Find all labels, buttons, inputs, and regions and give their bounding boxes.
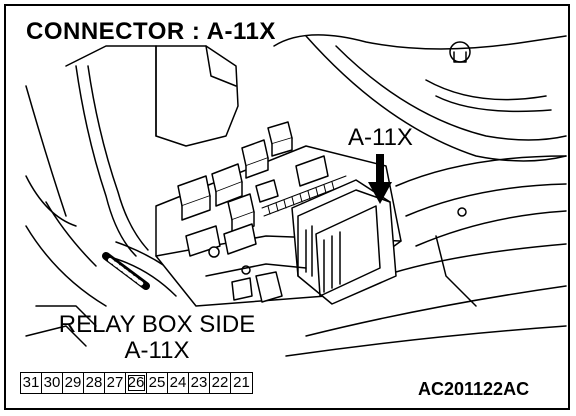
engine-bay-illustration <box>25 34 567 357</box>
diagram-title: CONNECTOR : A-11X <box>26 18 276 45</box>
pin-31: 31 <box>21 373 42 393</box>
pin-25: 25 <box>147 373 168 393</box>
pin-28: 28 <box>84 373 105 393</box>
connector-pin-row: 31 30 29 28 27 26 25 24 23 22 21 <box>20 372 253 394</box>
relay-box-connector-id: A-11X <box>124 337 190 364</box>
pin-21: 21 <box>233 374 250 391</box>
pin-30: 30 <box>42 373 63 393</box>
connector-callout-label: A-11X <box>348 124 413 151</box>
figure-code: AC201122AC <box>418 379 530 399</box>
pin-27: 27 <box>105 373 126 393</box>
pin-22: 22 <box>210 373 231 393</box>
pin-29: 29 <box>63 373 84 393</box>
relay-box-side-label: RELAY BOX SIDE <box>58 311 256 338</box>
pin-23: 23 <box>189 373 210 393</box>
pin-26-keyed: 26 <box>126 373 147 393</box>
down-arrow-icon <box>368 154 392 204</box>
diagram-frame: CONNECTOR : A-11X A-11X RELAY BOX SIDE A… <box>4 4 570 410</box>
pin-24: 24 <box>168 373 189 393</box>
relay-box-side-caption: RELAY BOX SIDE A-11X <box>46 312 268 364</box>
